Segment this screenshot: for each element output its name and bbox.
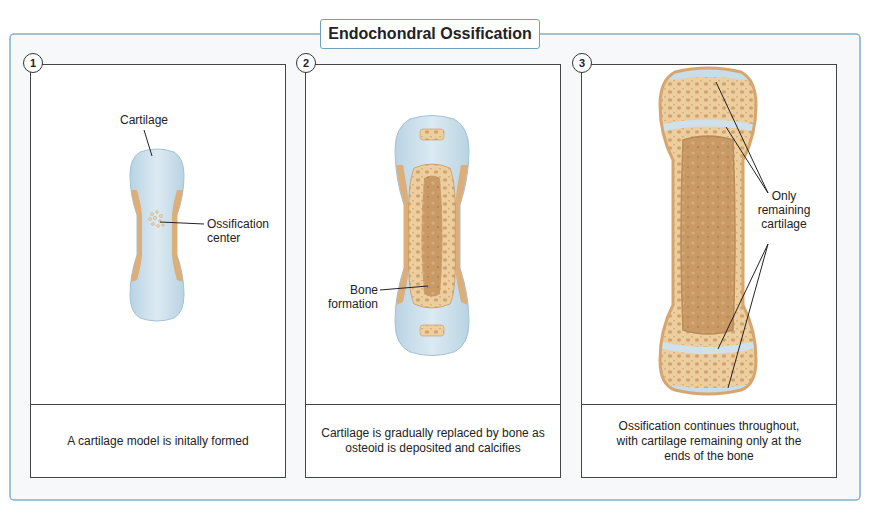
diagram-title: Endochondral Ossification [328, 25, 532, 43]
caption-area: Cartilage is gradually replaced by bone … [306, 404, 560, 477]
cartilage-outline [395, 116, 469, 356]
callout-number: 1 [23, 53, 43, 73]
periosteum [131, 190, 142, 282]
marrow-cavity [422, 176, 443, 297]
secondary-ossification [420, 325, 444, 336]
caption-area: A cartilage model is initally formed [31, 404, 285, 477]
periosteum [455, 165, 468, 305]
spongy-bone [409, 164, 456, 308]
epiphyseal-plate [650, 339, 765, 354]
ossification-center [149, 211, 165, 228]
caption-text: A cartilage model is initally formed [43, 434, 273, 449]
mature-bone [650, 55, 765, 405]
step-number: 1 [30, 57, 36, 69]
epiphyseal-plate [650, 120, 765, 135]
caption-text: Cartilage is gradually replaced by bone … [318, 426, 548, 456]
periosteum [172, 190, 183, 282]
callout-number: 3 [572, 53, 592, 73]
part-label: Bone formation [318, 283, 378, 311]
secondary-ossification [420, 129, 444, 140]
cartilage-outline [130, 149, 184, 321]
caption-text: Ossification continues throughout, with … [609, 419, 809, 464]
caption-block: Ossification continues throughout, with … [609, 419, 809, 464]
leader-lines [144, 82, 768, 388]
step-number: 3 [579, 57, 585, 69]
frame-border [10, 34, 860, 500]
marrow-cavity [681, 136, 735, 334]
periosteum [396, 165, 409, 305]
part-label: Ossification center [207, 217, 279, 245]
caption-area: Ossification continues throughout, with … [582, 404, 836, 477]
part-label: Cartilage [104, 113, 184, 127]
step-number: 2 [303, 57, 309, 69]
part-label: Only remaining cartilage [752, 189, 816, 231]
cartilage-model [130, 149, 184, 321]
caption-block: Cartilage is gradually replaced by bone … [318, 426, 548, 456]
compact-bone [660, 68, 756, 394]
callout-number: 2 [296, 53, 316, 73]
ossifying-bone [395, 116, 469, 356]
caption-block: A cartilage model is initally formed [43, 434, 273, 449]
title-box: Endochondral Ossification [320, 19, 540, 49]
